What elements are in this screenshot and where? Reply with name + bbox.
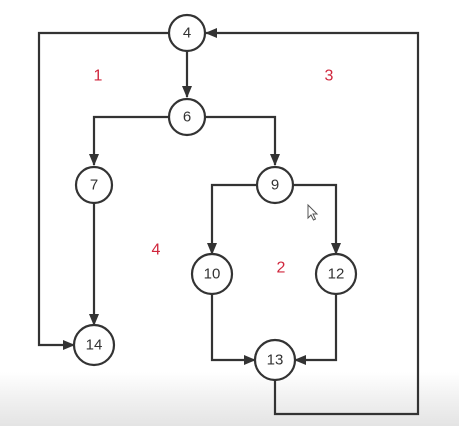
edge-13-to-4 xyxy=(205,28,420,416)
node-label: 6 xyxy=(183,109,191,126)
edge-9-to-10 xyxy=(207,183,257,255)
node-9: 9 xyxy=(255,165,295,205)
region-label-4: 4 xyxy=(152,242,161,259)
node-7: 7 xyxy=(74,165,114,205)
edge-12-to-13 xyxy=(294,294,338,365)
node-14: 14 xyxy=(72,323,116,367)
node-label: 14 xyxy=(86,337,103,354)
node-label: 10 xyxy=(204,266,221,283)
node-13: 13 xyxy=(253,338,297,382)
mouse-pointer-icon xyxy=(307,203,319,221)
edges xyxy=(37,28,420,416)
edge-9-to-12 xyxy=(293,183,341,255)
edge-4-to-14 xyxy=(37,31,169,350)
region-label-3: 3 xyxy=(325,68,334,85)
node-10: 10 xyxy=(190,252,234,296)
node-label: 13 xyxy=(267,352,284,369)
node-label: 4 xyxy=(183,25,191,42)
node-label: 12 xyxy=(328,266,345,283)
region-label-1: 1 xyxy=(94,68,103,85)
node-label: 9 xyxy=(271,177,279,194)
edge-10-to-13 xyxy=(210,294,256,365)
node-4: 4 xyxy=(167,13,207,53)
edge-6-to-9 xyxy=(205,115,280,166)
edge-6-to-7 xyxy=(89,115,169,166)
node-label: 7 xyxy=(90,177,98,194)
node-6: 6 xyxy=(167,97,207,137)
region-label-2: 2 xyxy=(277,260,286,277)
node-12: 12 xyxy=(314,252,358,296)
